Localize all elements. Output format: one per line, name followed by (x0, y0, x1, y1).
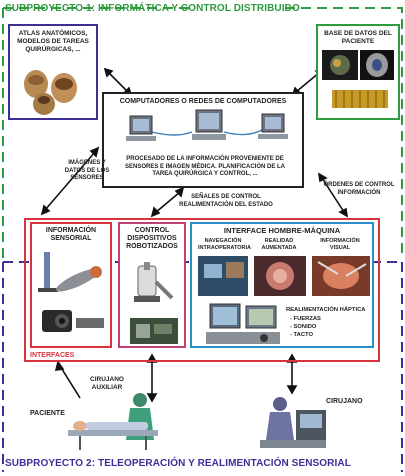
arrow-control-orders (321, 177, 345, 213)
sensory-info-box: INFORMACIÓN SENSORIAL (30, 222, 112, 348)
haptic-item: - FUERZAS (290, 316, 321, 322)
haptic-title: REALIMENTACIÓN HÁPTICA (286, 307, 366, 313)
arrow-atlas-computers (107, 71, 129, 93)
hmi-box: INTERFACE HOMBRE-MÁQUINA NAVEGACIÓN INTR… (190, 222, 374, 348)
interfaces-label: INTERFACES (30, 352, 75, 359)
arrow-patient-sensors (59, 365, 81, 399)
network-computers-image (126, 109, 288, 141)
subproject1-title: SUBPROYECTO 1: INFORMÁTICA Y CONTROL DIS… (5, 3, 300, 14)
computers-title: COMPUTADORES O REDES DE COMPUTADORES (119, 98, 287, 105)
control-orders-label: ÓRDENES DE CONTROL INFORMACIÓN (323, 182, 395, 196)
sensor-devices-image (38, 252, 104, 332)
robot-control-box: CONTROL DISPOSITIVOS ROBOTIZADOS (118, 222, 186, 348)
navigation-label: NAVEGACIÓN INTRAOPERATORIA (198, 238, 251, 251)
surgeon-console-image (260, 397, 326, 448)
atlas-box: ATLAS ANATÓMICOS, MODELOS DE TAREAS QUIR… (8, 24, 98, 120)
interfaces-box (24, 218, 380, 362)
sensory-info-label: INFORMACIÓN SENSORIAL (45, 227, 97, 242)
patient-label: PACIENTE (30, 410, 65, 417)
robot-devices-image (130, 262, 178, 344)
haptic-item: - SONIDO (290, 324, 317, 330)
sensor-images-label: IMÁGENES Y DATOS DE LOS SENSORES (64, 160, 110, 181)
arrow-control-signals (154, 191, 181, 214)
computers-description: PROCESADO DE LA INFORMACIÓN PROVENIENTE … (124, 156, 285, 177)
haptic-workstation-image (206, 303, 280, 344)
patient-database-box: BASE DE DATOS DEL PACIENTE (316, 24, 400, 120)
operating-table-image (68, 393, 158, 450)
database-label: BASE DE DATOS DEL PACIENTE (324, 30, 392, 45)
control-signals-label: SEÑALES DE CONTROL REALIMENTACIÓN DEL ES… (179, 194, 273, 208)
assistant-surgeon-label: CIRUJANO AUXILIAR (90, 376, 124, 391)
computers-box: COMPUTADORES O REDES DE COMPUTADORES PRO… (102, 92, 304, 188)
subproject2-title: SUBPROYECTO 2: TELEOPERACIÓN Y REALIMENT… (5, 458, 351, 469)
hmi-title: INTERFACE HOMBRE-MÁQUINA (223, 226, 341, 235)
robot-control-label: CONTROL DISPOSITIVOS ROBOTIZADOS (126, 227, 178, 250)
hmi-images (198, 256, 370, 296)
medical-images (322, 50, 394, 108)
surgeon-label: CIRUJANO (326, 398, 363, 405)
visual-label: INFORMACIÓN VISUAL (320, 238, 360, 251)
anatomy-heads-image (24, 70, 77, 115)
subproject1-border (2, 7, 403, 258)
atlas-label: ATLAS ANATÓMICOS, MODELOS DE TAREAS QUIR… (17, 30, 89, 53)
haptic-item: - TACTO (290, 332, 313, 338)
augmented-label: REALIDAD AUMENTADA (261, 238, 297, 251)
arrow-sensor-data (44, 151, 96, 211)
